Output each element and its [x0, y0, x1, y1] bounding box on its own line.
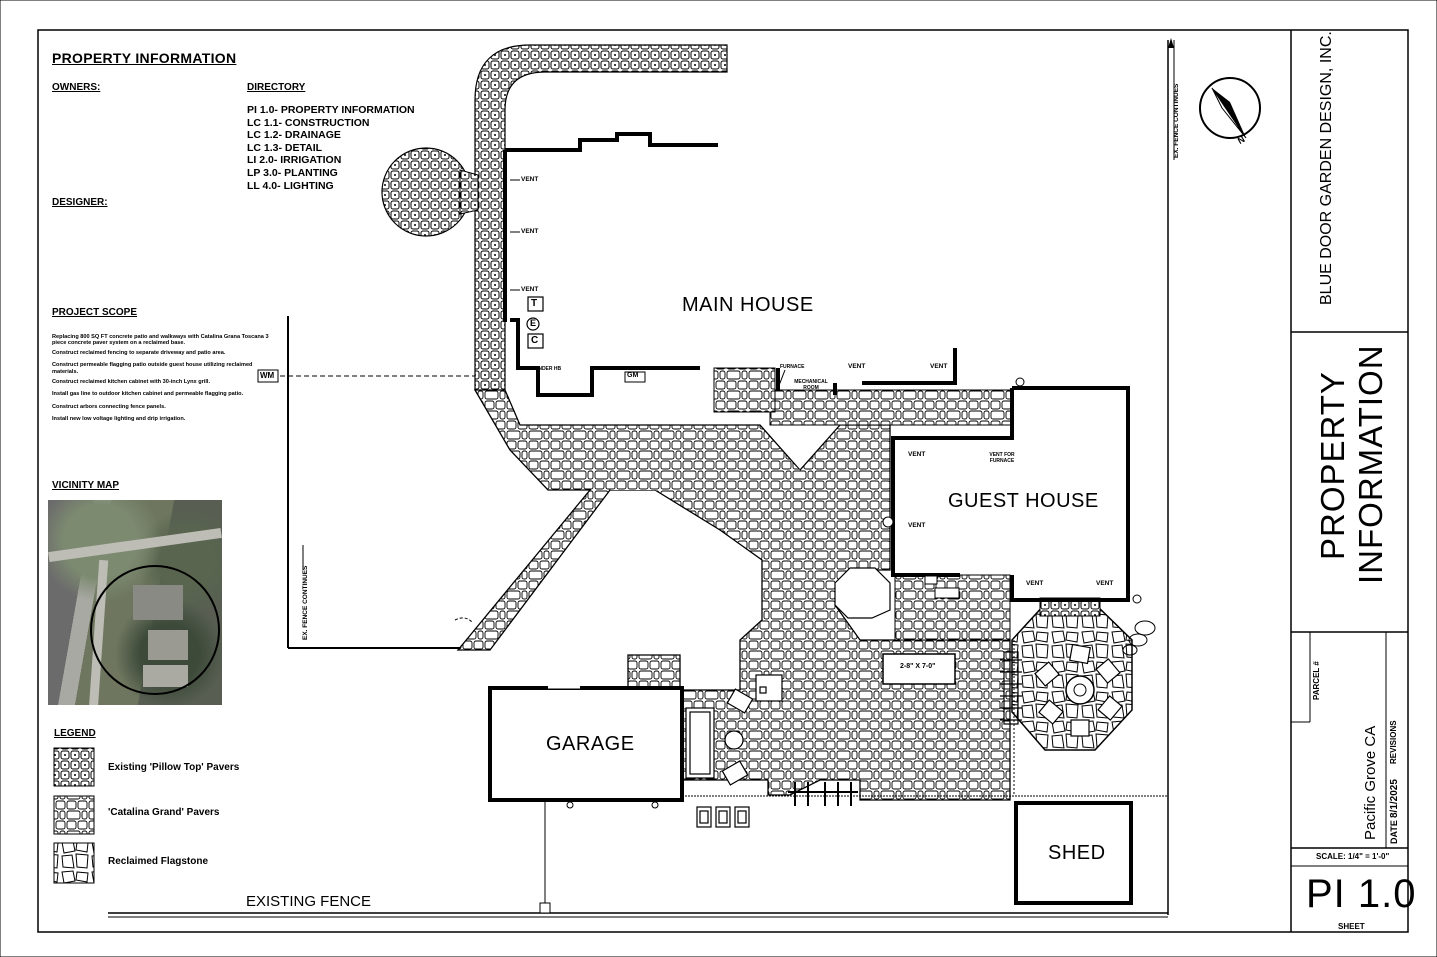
directory-item[interactable]: PI 1.0- PROPERTY INFORMATION	[247, 104, 415, 116]
legend-item-flagstone: Reclaimed Flagstone	[108, 856, 209, 867]
fence-continues-left-label: EX. FENCE CONTINUES	[302, 565, 309, 640]
scope-item: Construct arbors connecting fence panels…	[52, 403, 166, 410]
vent-label: VENT	[521, 228, 539, 235]
location-label: Pacific Grove CA	[1362, 725, 1379, 840]
guest-house-label: GUEST HOUSE	[948, 490, 1099, 512]
fence-continues-right-label: EX. FENCE CONTINUES	[1173, 83, 1180, 158]
t-box-label: T	[531, 298, 538, 309]
c-box-label: C	[531, 335, 539, 346]
vent-label: VENT	[1096, 580, 1114, 587]
wm-label: WM	[260, 371, 275, 380]
sheet-title-line1: PROPERTY	[1314, 371, 1351, 560]
vent-label: VENT	[848, 363, 866, 370]
directory-item[interactable]: LC 1.2- DRAINAGE	[247, 129, 341, 142]
furnace-label: FURNACE	[780, 364, 805, 370]
vent-for-furnace-label: VENT FOR FURNACE	[989, 452, 1015, 464]
date-label: DATE	[1389, 820, 1399, 844]
legend-item-catalina: 'Catalina Grand' Pavers	[108, 807, 220, 818]
vent-label: VENT	[930, 363, 948, 370]
directory-item[interactable]: LI 2.0- IRRIGATION	[247, 154, 342, 167]
scale-label: SCALE: 1/4" = 1'-0"	[1316, 852, 1390, 861]
existing-fence-label: EXISTING FENCE	[246, 893, 372, 910]
property-info-title: PROPERTY INFORMATION	[52, 50, 237, 66]
dining-table-size-label: 2-8" X 7-0"	[900, 663, 936, 670]
garage-label: GARAGE	[546, 733, 635, 755]
revisions-label: REVISIONS	[1389, 720, 1398, 764]
company-name: BLUE DOOR GARDEN DESIGN, INC.	[1318, 31, 1335, 305]
vicinity-map-label: VICINITY MAP	[52, 480, 120, 491]
designer-label: DESIGNER:	[52, 197, 108, 208]
project-scope-list: Replacing 800 SQ FT concrete patio and w…	[52, 334, 277, 423]
shed-label: SHED	[1048, 842, 1106, 864]
vent-under-hb-label: VENT UNDER HB	[520, 366, 562, 372]
directory-label: DIRECTORY	[247, 82, 306, 93]
vent-label: VENT	[1026, 580, 1044, 587]
sheet-label: SHEET	[1338, 922, 1365, 931]
parcel-label: PARCEL #	[1312, 661, 1321, 700]
scope-item: Replacing 800 SQ FT concrete patio and w…	[52, 334, 269, 347]
scope-item: Construct reclaimed kitchen cabinet with…	[52, 379, 211, 386]
scope-item: Install new low voltage lighting and dri…	[52, 416, 186, 423]
date-value: 8/1/2025	[1389, 779, 1400, 818]
vent-label: VENT	[908, 451, 926, 458]
directory-list: PI 1.0- PROPERTY INFORMATION LC 1.1- CON…	[247, 104, 415, 192]
directory-item[interactable]: LC 1.3- DETAIL	[247, 141, 323, 154]
scope-item: Install gas line to outdoor kitchen cabi…	[52, 391, 244, 398]
owners-label: OWNERS:	[52, 82, 101, 93]
scope-item: Construct reclaimed fencing to separate …	[52, 349, 226, 356]
mechanical-room-label: MECHANICAL ROOM	[794, 379, 828, 391]
gm-label: GM	[627, 372, 639, 379]
directory-item[interactable]: LL 4.0- LIGHTING	[247, 179, 334, 192]
project-scope-label: PROJECT SCOPE	[52, 307, 138, 318]
scope-item: Construct permeable flagging patio outsi…	[52, 362, 253, 375]
sheet-border	[37, 29, 1409, 933]
sheet-title-line2: INFORMATION	[1352, 344, 1389, 584]
directory-item[interactable]: LC 1.1- CONSTRUCTION	[247, 116, 370, 129]
vent-label: VENT	[908, 522, 926, 529]
vent-label: VENT	[521, 176, 539, 183]
legend-item-pillow-top: Existing 'Pillow Top' Pavers	[108, 762, 240, 773]
vent-label: VENT	[521, 286, 539, 293]
sheet-number: PI 1.0	[1306, 872, 1417, 916]
main-house-label: MAIN HOUSE	[682, 294, 814, 316]
legend-label: LEGEND	[54, 728, 96, 739]
directory-item[interactable]: LP 3.0- PLANTING	[247, 166, 338, 179]
vicinity-map-image	[48, 500, 222, 705]
e-circle-label: E	[530, 318, 537, 328]
